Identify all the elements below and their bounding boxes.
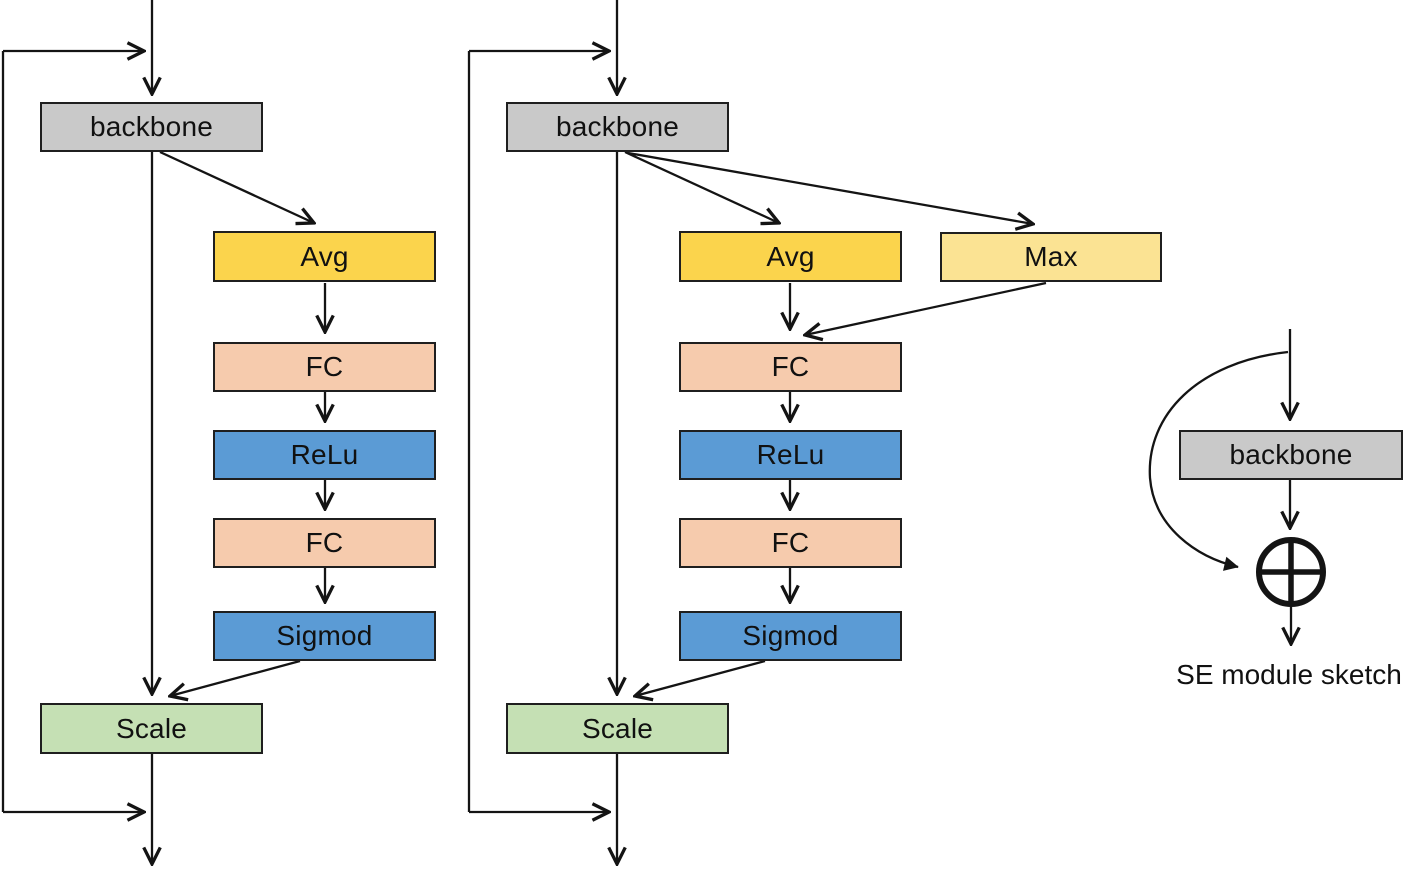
middle-backbone-box: backbone xyxy=(506,102,729,152)
middle-avg-box: Avg xyxy=(679,231,902,282)
left-relu-box: ReLu xyxy=(213,430,436,480)
left-backbone-box: backbone xyxy=(40,102,263,152)
left-avg-box: Avg xyxy=(213,231,436,282)
left-connectors xyxy=(1,0,325,864)
right-connectors xyxy=(1148,329,1326,644)
middle-connectors xyxy=(467,0,1047,864)
middle-sigmod-box: Sigmod xyxy=(679,611,902,661)
middle-relu-box: ReLu xyxy=(679,430,902,480)
circle-plus-icon xyxy=(1256,537,1326,607)
middle-fc1-box: FC xyxy=(679,342,902,392)
left-fc2-box: FC xyxy=(213,518,436,568)
left-sigmod-box: Sigmod xyxy=(213,611,436,661)
middle-max-box: Max xyxy=(940,232,1162,282)
left-fc1-box: FC xyxy=(213,342,436,392)
se-module-sketch-caption: SE module sketch xyxy=(1176,659,1402,690)
left-scale-box: Scale xyxy=(40,703,263,754)
middle-fc2-box: FC xyxy=(679,518,902,568)
middle-scale-box: Scale xyxy=(506,703,729,754)
right-backbone-box: backbone xyxy=(1179,430,1403,480)
